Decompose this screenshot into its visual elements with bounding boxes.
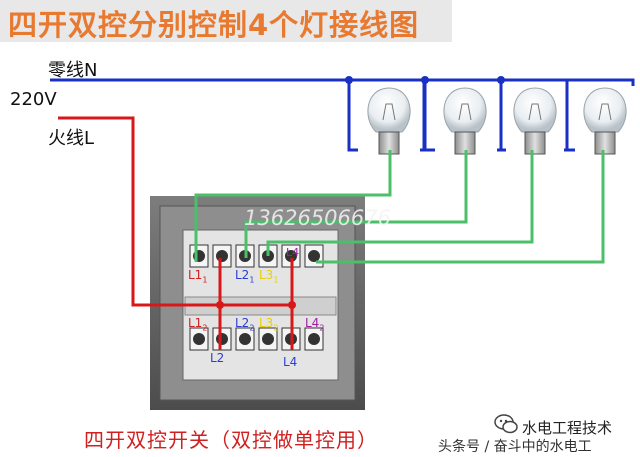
common-label-l2: L2 bbox=[210, 351, 225, 365]
switched-wires bbox=[194, 150, 605, 264]
live-label: 火线L bbox=[48, 128, 95, 149]
neutral-junctions bbox=[345, 76, 505, 84]
terminal-label-top-1: L11 bbox=[188, 268, 208, 285]
phone-watermark: 13626506676 bbox=[244, 206, 391, 230]
terminal-label-top-2: L21 bbox=[235, 268, 255, 285]
title-bar bbox=[0, 0, 452, 42]
neutral-label: 零线N bbox=[48, 60, 98, 81]
terminal-label-bottom-1: L12 bbox=[188, 316, 208, 333]
caption: 四开双控开关（双控做单控用） bbox=[84, 428, 378, 452]
terminal-label-top-3: L31 bbox=[259, 268, 279, 285]
diagram-title: 四开双控分别控制4个灯接线图 bbox=[8, 8, 420, 42]
terminal-label-top-4: L4 bbox=[286, 246, 300, 259]
wechat-icon bbox=[494, 414, 518, 434]
lamp-4 bbox=[575, 86, 637, 168]
voltage-label: 220V bbox=[10, 89, 57, 110]
terminal-label-bottom-3: L32 bbox=[259, 316, 279, 333]
lamp-3 bbox=[506, 86, 564, 168]
terminal-label-bottom-2: L22 bbox=[235, 316, 255, 333]
live-junctions bbox=[216, 301, 296, 309]
terminal-label-bottom-4: L42 bbox=[305, 316, 325, 333]
source-credit: 头条号 / 奋斗中的水电工 bbox=[438, 439, 592, 455]
common-label-l4: L4 bbox=[283, 355, 298, 369]
bottom-terminal-row bbox=[189, 327, 324, 351]
brand-name: 水电工程技术 bbox=[522, 419, 613, 437]
